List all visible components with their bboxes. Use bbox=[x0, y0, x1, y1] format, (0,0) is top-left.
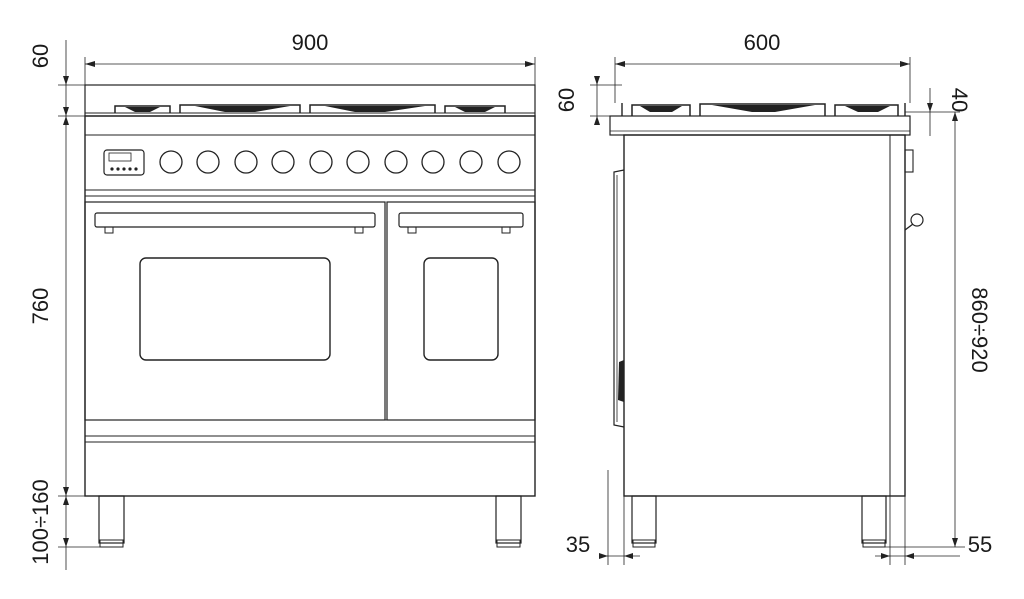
side-backguard-label: 40 bbox=[947, 88, 972, 112]
front-cooktop bbox=[84, 84, 536, 117]
knob-icon bbox=[384, 150, 408, 174]
main-oven-door bbox=[84, 201, 386, 421]
side-total-height-label: 860÷920 bbox=[967, 287, 992, 373]
front-body bbox=[84, 115, 536, 497]
knob-icon bbox=[196, 150, 220, 174]
side-rear-offset-dimension: 55 bbox=[875, 496, 992, 565]
side-depth-dimension: 600 bbox=[614, 30, 911, 103]
secondary-oven-door bbox=[386, 201, 536, 421]
knob-icon bbox=[271, 150, 295, 174]
oven-window bbox=[139, 257, 331, 361]
front-width-dimension: 900 bbox=[84, 30, 536, 88]
burner-grate-icon bbox=[309, 104, 436, 113]
side-top-height-dimension: 60 bbox=[554, 76, 622, 125]
knob-icon bbox=[497, 150, 521, 174]
side-total-height-dimension: 860÷920 bbox=[885, 112, 992, 548]
side-backguard-dimension: 40 bbox=[905, 88, 972, 136]
control-knobs bbox=[159, 150, 521, 174]
oven-window bbox=[423, 257, 499, 361]
front-top-height-label: 60 bbox=[28, 44, 53, 68]
burner-grate-icon bbox=[834, 104, 899, 116]
digital-clock-display-icon bbox=[103, 149, 145, 176]
side-top-height-label: 60 bbox=[554, 88, 579, 112]
burner-grate-icon bbox=[631, 104, 691, 116]
knob-icon bbox=[159, 150, 183, 174]
side-cooktop bbox=[609, 103, 911, 136]
front-width-label: 900 bbox=[292, 30, 329, 55]
burner-grate-icon bbox=[699, 103, 826, 116]
knob-icon bbox=[309, 150, 333, 174]
front-legs bbox=[98, 495, 522, 548]
oven-handle-icon bbox=[398, 212, 524, 228]
knob-icon bbox=[459, 150, 483, 174]
front-view: 900 60 760 100÷160 bbox=[28, 30, 536, 570]
knob-icon bbox=[346, 150, 370, 174]
side-legs bbox=[631, 495, 887, 548]
side-body bbox=[613, 134, 924, 497]
burner-grate-icon bbox=[114, 105, 171, 113]
side-front-offset-dimension: 35 bbox=[566, 470, 640, 565]
gas-connector-icon bbox=[910, 213, 924, 227]
front-body-height-label: 760 bbox=[28, 288, 53, 325]
burner-grate-icon bbox=[179, 104, 301, 113]
knob-icon bbox=[234, 150, 258, 174]
side-depth-label: 600 bbox=[744, 30, 781, 55]
burner-grate-icon bbox=[444, 105, 506, 113]
oven-handle-icon bbox=[94, 212, 376, 228]
side-front-offset-label: 35 bbox=[566, 532, 590, 557]
rear-connector-icon bbox=[904, 149, 914, 173]
side-view: 600 60 40 860÷920 bbox=[554, 30, 992, 565]
front-height-dimensions: 60 760 100÷160 bbox=[28, 40, 100, 570]
knob-icon bbox=[421, 150, 445, 174]
side-rear-offset-label: 55 bbox=[968, 532, 992, 557]
front-leg-height-label: 100÷160 bbox=[28, 479, 53, 565]
